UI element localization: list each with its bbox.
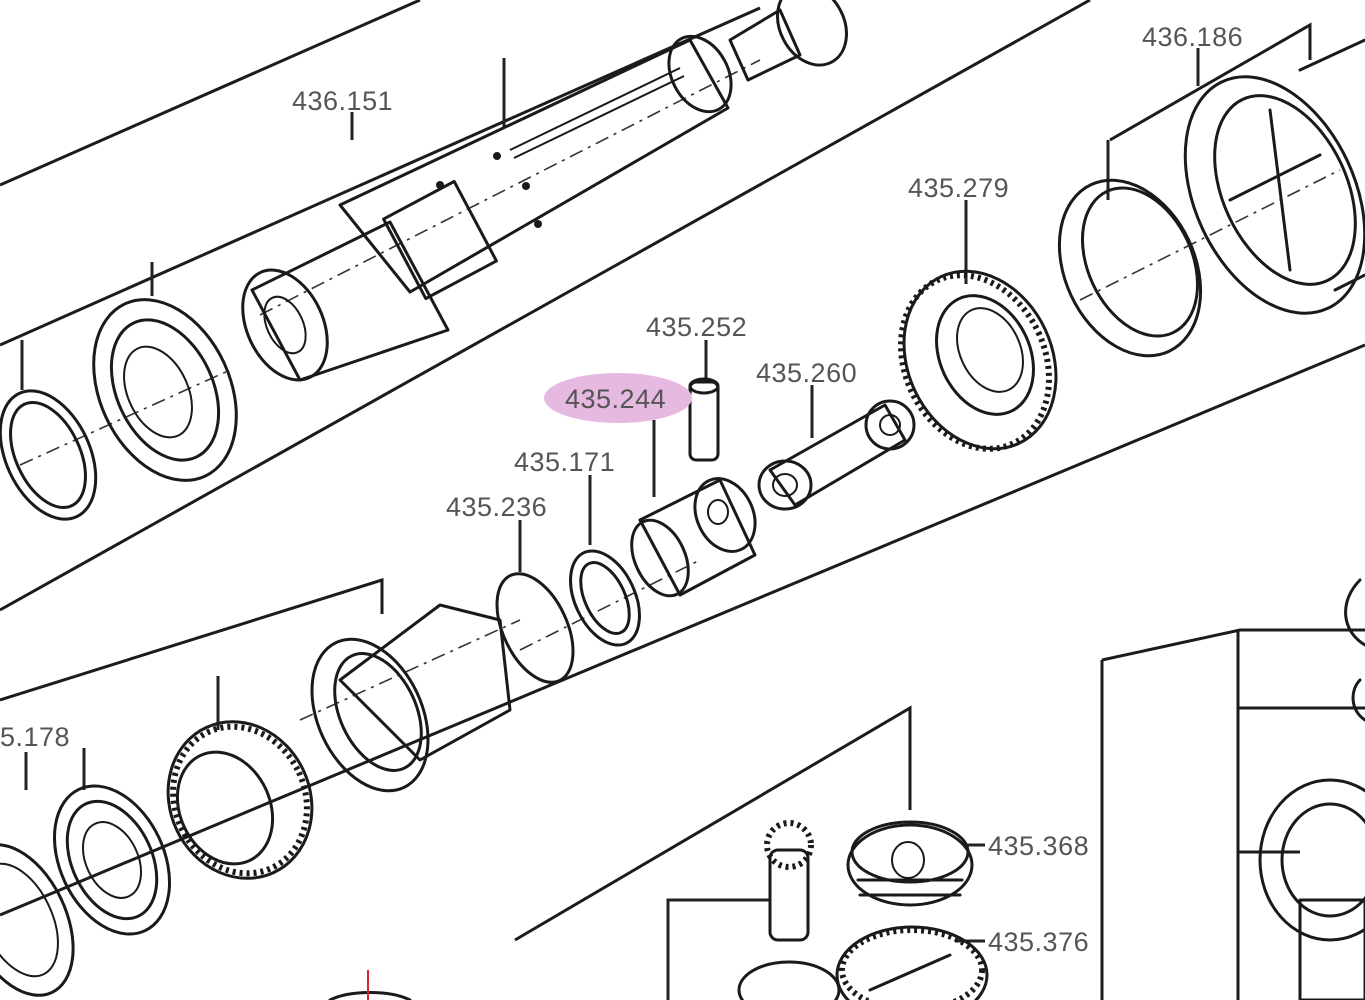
part-labels: 436.151 436.186 435.279 435.252 435.244 … — [0, 22, 1243, 957]
label-435244: 435.244 — [565, 384, 666, 414]
connecting-link-part — [757, 399, 916, 511]
sleeve-part — [310, 603, 512, 793]
oring-435236-part — [495, 572, 575, 684]
pin-part — [688, 377, 720, 462]
highlight-marker — [544, 373, 692, 423]
label-435376: 435.376 — [988, 927, 1089, 957]
right-housing-part — [1258, 578, 1365, 1000]
piston-part — [630, 477, 757, 598]
leader-lines — [20, 48, 1200, 1000]
upper-bearing-part — [92, 298, 238, 482]
ring-436186-part — [1057, 178, 1203, 358]
label-436151: 436.151 — [292, 86, 393, 116]
label-435279: 435.279 — [908, 173, 1009, 203]
main-shaft-part — [241, 0, 848, 382]
label-435260: 435.260 — [756, 358, 857, 388]
label-435368: 435.368 — [988, 831, 1089, 861]
label-436186: 436.186 — [1142, 22, 1243, 52]
gear-435368-part — [846, 820, 974, 907]
lower-bearing-part — [52, 784, 172, 936]
washer-435171-part — [569, 549, 641, 647]
label-435252: 435.252 — [646, 312, 747, 342]
clutch-gear-part — [166, 720, 314, 880]
label-5178: 5.178 — [0, 722, 70, 752]
bottom-left-part — [328, 970, 412, 1000]
gear-435376-part — [835, 925, 989, 1000]
housing-part — [1183, 38, 1365, 315]
pinion-shaft-part — [737, 820, 841, 1000]
label-435236: 435.236 — [446, 492, 547, 522]
upper-ring-part — [0, 389, 98, 521]
lower-left-part — [0, 843, 75, 997]
label-435171: 435.171 — [514, 447, 615, 477]
bevel-gear-part — [898, 269, 1058, 452]
